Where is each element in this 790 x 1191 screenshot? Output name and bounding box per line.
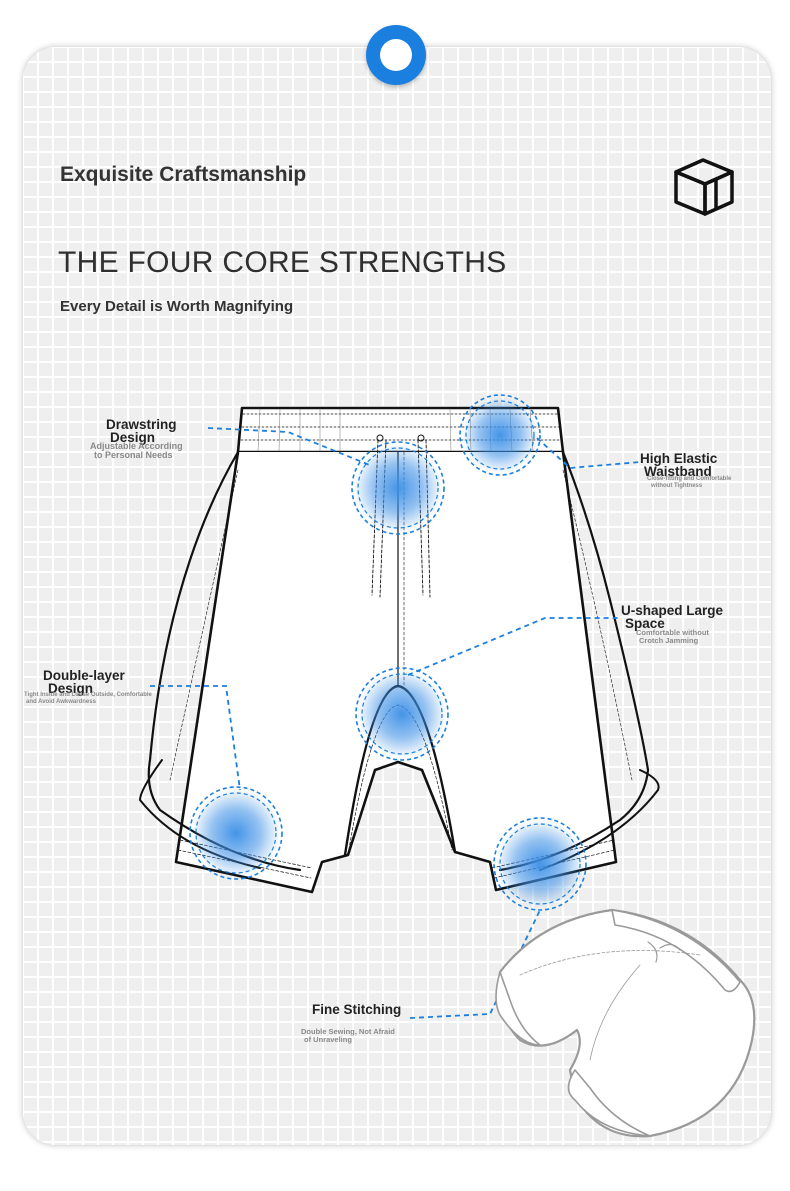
callout-double-layer-title-1: Double-layer	[43, 668, 125, 683]
zoom-circle-waistband	[459, 394, 541, 476]
callout-drawstring-desc: Adjustable According to Personal Needs	[90, 442, 183, 460]
section-heading: Exquisite Craftsmanship	[60, 163, 307, 186]
callout-ushape-desc: Comfortable without Crotch Jamming	[636, 629, 709, 645]
zoom-circle-double-layer	[189, 786, 283, 880]
callout-double-layer-desc: Tight Inside and Loose Outside, Comforta…	[24, 692, 152, 706]
stitching-detail-sketch	[495, 908, 756, 1138]
callout-double-layer: Double-layer Design	[43, 668, 125, 696]
zoom-circle-drawstring	[351, 441, 445, 535]
callout-drawstring-desc-1: Adjustable According	[90, 441, 183, 451]
callout-stitching-desc: Double Sewing, Not Afraid of Unraveling	[301, 1028, 395, 1044]
hanger-ring-icon	[366, 25, 426, 85]
page-subtitle: Every Detail is Worth Magnifying	[60, 298, 294, 315]
callout-waistband-desc-1: Close-fitting and Comfortable	[647, 476, 732, 482]
callout-double-layer-desc-2: and Avoid Awkwardness	[26, 699, 96, 705]
callout-stitching-desc-1: Double Sewing, Not Afraid	[301, 1027, 395, 1036]
callout-drawstring-title-2: Design	[110, 430, 156, 445]
page-title: THE FOUR CORE STRENGTHS	[58, 246, 507, 279]
callout-stitching-desc-2: of Unraveling	[304, 1035, 352, 1044]
callout-ushape-desc-1: Comfortable without	[636, 628, 709, 637]
zoom-circle-ushape	[355, 667, 449, 761]
zoom-circle-stitching	[493, 817, 587, 911]
callout-drawstring-title-1: Drawstring	[106, 417, 177, 432]
callout-stitching: Fine Stitching	[312, 1002, 402, 1017]
callout-ushape-desc-2: Crotch Jamming	[639, 636, 699, 645]
callout-double-layer-title-2: Design	[48, 681, 94, 696]
cube-box-icon	[674, 158, 734, 216]
callout-waistband-desc: Close-fitting and Comfortable without Ti…	[647, 476, 731, 490]
callout-waistband-title-2: Waistband	[644, 464, 712, 479]
leader-lines	[150, 427, 641, 1019]
callout-waistband: High Elastic Waistband	[640, 451, 718, 479]
callout-stitching-title-1: Fine Stitching	[312, 1002, 402, 1017]
callout-double-layer-desc-1: Tight Inside and Loose Outside, Comforta…	[24, 692, 152, 698]
callout-ushape: U-shaped Large Space	[621, 603, 724, 631]
callout-ushape-title-2: Space	[625, 616, 665, 631]
callout-waistband-desc-2: without Tightness	[651, 483, 703, 489]
callout-drawstring: Drawstring Design	[106, 417, 177, 445]
callout-waistband-title-1: High Elastic	[640, 451, 718, 466]
callout-ushape-title-1: U-shaped Large	[621, 603, 724, 618]
callout-drawstring-desc-2: to Personal Needs	[94, 450, 173, 460]
